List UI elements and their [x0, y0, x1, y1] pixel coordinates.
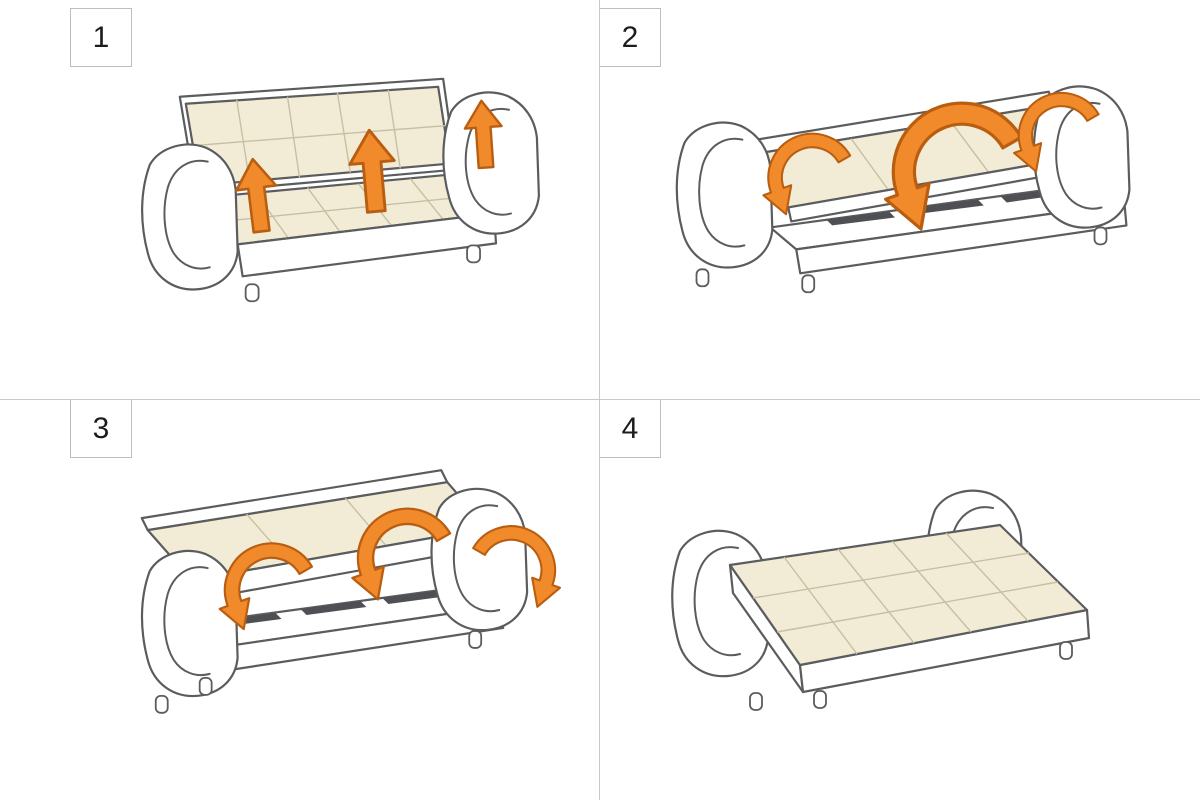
armrest-right-body: [430, 487, 529, 632]
sofa-illustration-step-4: [671, 489, 1091, 711]
sofa-step-2: [675, 85, 1131, 294]
sofa-foot: [244, 283, 260, 303]
armrest-right: [430, 487, 529, 632]
step-panel-1: 1: [0, 0, 600, 400]
sofa-foot: [695, 268, 710, 288]
step-panel-4: 4: [600, 400, 1200, 800]
sofa-illustration-step-3: [140, 469, 561, 714]
sofa-step-1: [141, 77, 540, 303]
step-panel-2: 2: [600, 0, 1200, 400]
step-number-box: 1: [70, 8, 132, 67]
armrest-left-body: [140, 549, 239, 698]
armrest-left-body: [675, 121, 774, 269]
sofa-step-4: [671, 489, 1091, 711]
mattress: [728, 523, 1089, 667]
step-number-box: 3: [70, 400, 132, 458]
sofa-foot: [801, 274, 816, 294]
sofa-foot: [813, 690, 827, 709]
seat-frame-slat: [826, 211, 896, 226]
sofa-foot: [1093, 226, 1108, 246]
sofa-foot: [466, 244, 481, 264]
armrest-left: [675, 121, 774, 269]
armrest-left-scroll-line: [698, 137, 746, 248]
seat-front-panel: [236, 212, 498, 278]
sofa-illustration-step-2: [675, 85, 1131, 294]
seat-frame-slat: [914, 199, 984, 214]
armrest-left-scroll-line: [163, 566, 211, 677]
armrest-left-scroll-line: [163, 159, 211, 270]
sofa-foot: [749, 692, 763, 711]
sofa-foot: [468, 630, 483, 649]
step-panel-3: 3: [0, 400, 600, 800]
seat-frame-slat: [300, 600, 367, 615]
armrest-left-scroll-line: [693, 546, 741, 657]
seat-frame-slat: [382, 590, 449, 604]
quilt-seams: [192, 89, 446, 182]
armrest-right-scroll-line: [452, 504, 501, 613]
step-number: 1: [92, 20, 110, 54]
sofa-foot: [1059, 641, 1073, 660]
sofa-step-3: [140, 469, 561, 714]
armrest-left: [140, 549, 239, 698]
step-number-box: 2: [600, 8, 661, 67]
quilt-seams: [850, 121, 990, 190]
quilt-seams: [752, 532, 1059, 655]
sofa-illustration-step-1: [141, 77, 540, 303]
armrest-left: [141, 143, 239, 291]
step-number: 3: [92, 411, 110, 445]
sofa-foot: [198, 676, 213, 696]
step-number-box: 4: [600, 400, 661, 458]
seat-frame-front: [795, 202, 1128, 275]
armrest-right-body: [1032, 85, 1131, 229]
armrest-left-body: [141, 143, 239, 291]
step-number: 2: [621, 20, 639, 54]
sofa-foot: [154, 694, 169, 714]
step-number: 4: [621, 411, 639, 445]
